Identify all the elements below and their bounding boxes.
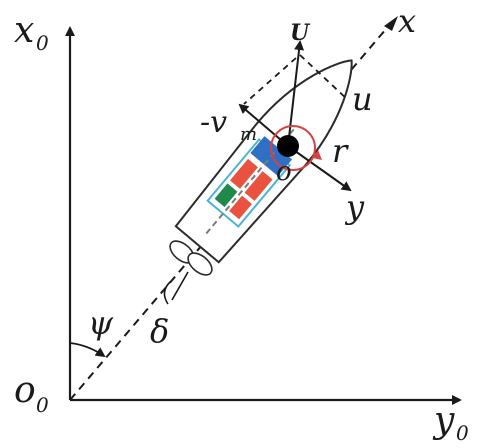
propeller-blade-2 xyxy=(187,252,213,276)
U-vector xyxy=(287,40,305,147)
y0-subscript: 0 xyxy=(456,421,469,445)
red-block-left xyxy=(230,158,258,189)
body-x-arrowhead xyxy=(384,16,398,31)
y0-label: y xyxy=(432,400,455,441)
x0-subscript: 0 xyxy=(36,31,49,55)
U-label: U xyxy=(290,20,311,46)
body-y-label: y xyxy=(344,188,365,226)
yaw-rate-circle xyxy=(270,125,316,171)
delta-label: δ xyxy=(150,312,169,350)
vm-label: -v xyxy=(200,105,227,140)
rudder-line xyxy=(171,271,189,301)
psi-arc xyxy=(69,342,106,358)
propeller-rudder xyxy=(163,240,213,305)
vm-subscript: m xyxy=(240,124,257,145)
vm-projection-dash xyxy=(243,57,297,105)
red-block-tail xyxy=(229,195,252,220)
r-label: r xyxy=(332,132,349,170)
origin-subscript: 0 xyxy=(36,393,49,417)
body-origin-label: o xyxy=(276,157,292,187)
green-block-left xyxy=(214,183,238,208)
yaw-rate-arrow xyxy=(313,150,322,160)
body-origin-dot xyxy=(277,135,299,157)
origin-label: o xyxy=(14,370,36,411)
red-block-right xyxy=(244,171,273,201)
u-label: u xyxy=(352,80,373,118)
x0-label: x xyxy=(14,10,34,51)
body-y-vector xyxy=(287,145,352,192)
body-x-label: x xyxy=(398,2,416,40)
psi-label: ψ xyxy=(88,304,114,342)
delta-arc xyxy=(163,281,171,305)
